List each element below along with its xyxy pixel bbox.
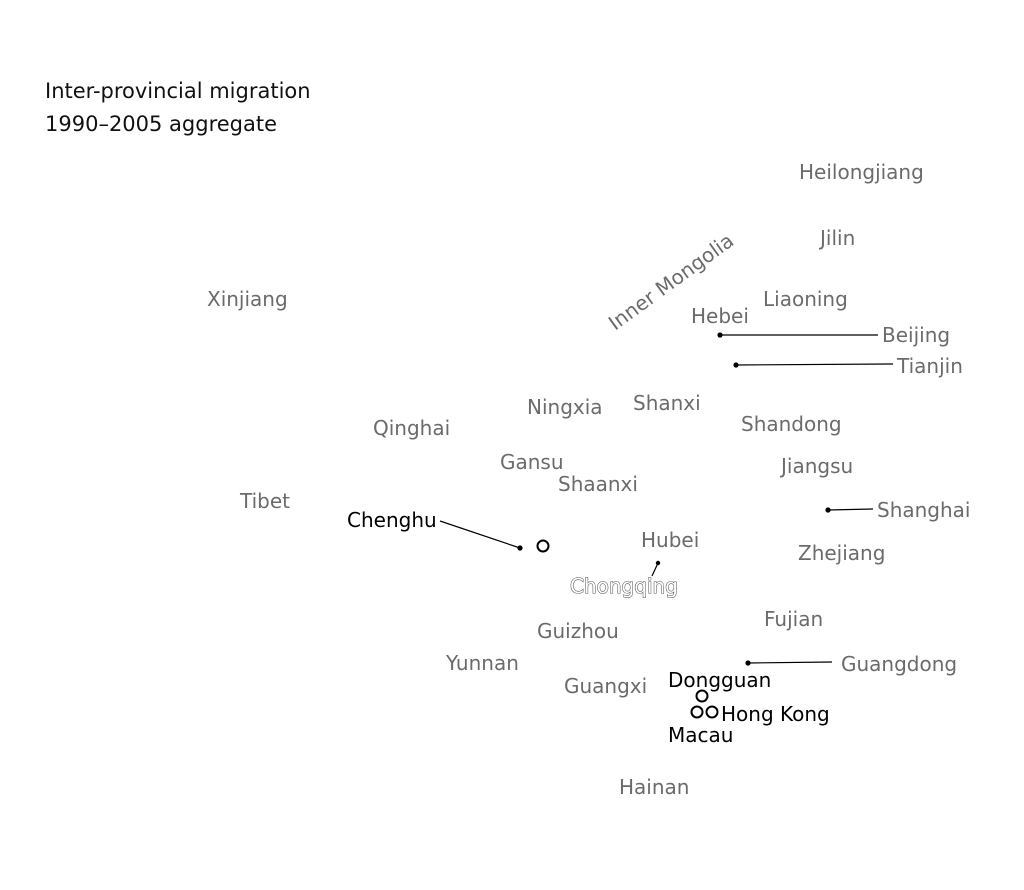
city-label-chenghu: Chenghu	[347, 508, 437, 532]
province-label-shaanxi: Shaanxi	[558, 472, 638, 496]
province-label-shandong: Shandong	[741, 412, 842, 436]
province-label-beijing: Beijing	[882, 323, 950, 347]
province-label-heilongjiang: Heilongjiang	[799, 160, 924, 184]
beijing-point	[717, 332, 723, 338]
map-title-line-1: Inter-provincial migration	[45, 79, 311, 103]
province-label-shanghai: Shanghai	[877, 498, 971, 522]
province-label-tibet: Tibet	[239, 489, 290, 513]
province-label-jilin: Jilin	[818, 226, 855, 250]
hong-kong-city-marker	[705, 705, 719, 719]
province-label-ningxia: Ningxia	[527, 395, 603, 419]
chongqing-point	[655, 560, 661, 566]
province-label-qinghai: Qinghai	[373, 416, 450, 440]
city-label-dongguan: Dongguan	[668, 668, 771, 692]
province-label-gansu: Gansu	[500, 450, 564, 474]
chenghu-leader-line	[439, 520, 521, 549]
province-label-chongqing: Chongqing	[570, 574, 678, 598]
province-label-zhejiang: Zhejiang	[798, 541, 885, 565]
tianjin-leader-line	[735, 363, 894, 366]
province-label-xinjiang: Xinjiang	[207, 287, 288, 311]
province-label-fujian: Fujian	[764, 607, 823, 631]
city-label-macau: Macau	[668, 723, 733, 747]
macau-city-marker	[690, 705, 704, 719]
province-label-hubei: Hubei	[641, 528, 699, 552]
shanghai-point	[825, 507, 831, 513]
province-label-liaoning: Liaoning	[763, 287, 848, 311]
province-label-guangxi: Guangxi	[564, 674, 647, 698]
dongguan-city-marker	[695, 689, 709, 703]
guangdong-leader-line	[747, 661, 833, 664]
tianjin-point	[733, 362, 739, 368]
province-label-hebei: Hebei	[691, 304, 749, 328]
chenghu-city-marker	[536, 539, 550, 553]
shanghai-leader-line	[827, 508, 874, 511]
guangdong-point	[745, 660, 751, 666]
province-label-yunnan: Yunnan	[445, 651, 519, 675]
province-label-tianjin: Tianjin	[896, 354, 963, 378]
province-label-jiangsu: Jiangsu	[779, 454, 853, 478]
province-label-shanxi: Shanxi	[633, 391, 701, 415]
province-label-guangdong: Guangdong	[841, 652, 957, 676]
province-label-guizhou: Guizhou	[537, 619, 619, 643]
province-label-hainan: Hainan	[619, 775, 689, 799]
city-label-hong-kong: Hong Kong	[721, 702, 830, 726]
chongqing-leader-line	[651, 562, 659, 577]
map-title-line-2: 1990–2005 aggregate	[45, 112, 278, 136]
chenghu-point	[517, 545, 523, 551]
